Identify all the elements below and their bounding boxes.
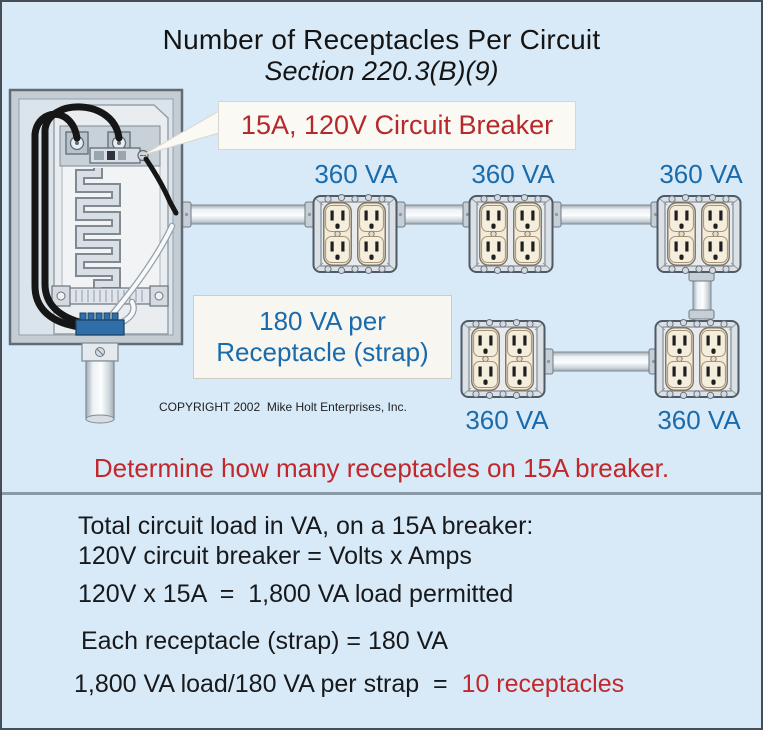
va-label-box4: 360 VA bbox=[465, 405, 549, 435]
va-label-box5: 360 VA bbox=[657, 405, 741, 435]
section-divider bbox=[2, 492, 761, 495]
solution-line-3: 120V x 15A = 1,800 VA load permitted bbox=[78, 580, 514, 608]
va-label-box2: 360 VA bbox=[471, 159, 555, 189]
va-label-box1: 360 VA bbox=[314, 159, 398, 189]
breaker-callout-label: 15A, 120V Circuit Breaker bbox=[218, 101, 576, 150]
receptacle-box-5 bbox=[656, 320, 739, 399]
receptacle-box-2 bbox=[470, 195, 553, 274]
question-text: Determine how many receptacles on 15A br… bbox=[93, 453, 670, 483]
solution-line-4: Each receptacle (strap) = 180 VA bbox=[81, 627, 449, 655]
per-receptacle-note: 180 VA per Receptacle (strap) bbox=[193, 295, 452, 379]
solution-line-5: 1,800 VA load/180 VA per strap = 10 rece… bbox=[74, 670, 624, 699]
solution-line-1: Total circuit load in VA, on a 15A break… bbox=[78, 512, 534, 540]
circuit-breaker bbox=[89, 147, 149, 164]
copyright-text: COPYRIGHT 2002 Mike Holt Enterprises, In… bbox=[159, 400, 407, 414]
per-receptacle-note-line2: Receptacle (strap) bbox=[216, 337, 429, 367]
service-conduit bbox=[81, 342, 119, 424]
receptacle-box-3 bbox=[658, 195, 741, 274]
va-label-box3: 360 VA bbox=[659, 159, 743, 189]
cable-clamp bbox=[75, 312, 125, 336]
code-section-subtitle: Section 220.3(B)(9) bbox=[264, 56, 499, 86]
circuit-illustration bbox=[8, 88, 763, 424]
receptacle-box-4 bbox=[462, 320, 545, 399]
solution-line-2: 120V circuit breaker = Volts x Amps bbox=[78, 542, 472, 570]
per-receptacle-note-line1: 180 VA per bbox=[259, 306, 386, 336]
solution-line-5-prefix: 1,800 VA load/180 VA per strap = bbox=[74, 670, 462, 698]
receptacle-box-1 bbox=[314, 195, 397, 274]
page-title: Number of Receptacles Per Circuit bbox=[162, 24, 601, 55]
breaker-panel bbox=[8, 88, 184, 424]
solution-result: 10 receptacles bbox=[461, 670, 625, 698]
